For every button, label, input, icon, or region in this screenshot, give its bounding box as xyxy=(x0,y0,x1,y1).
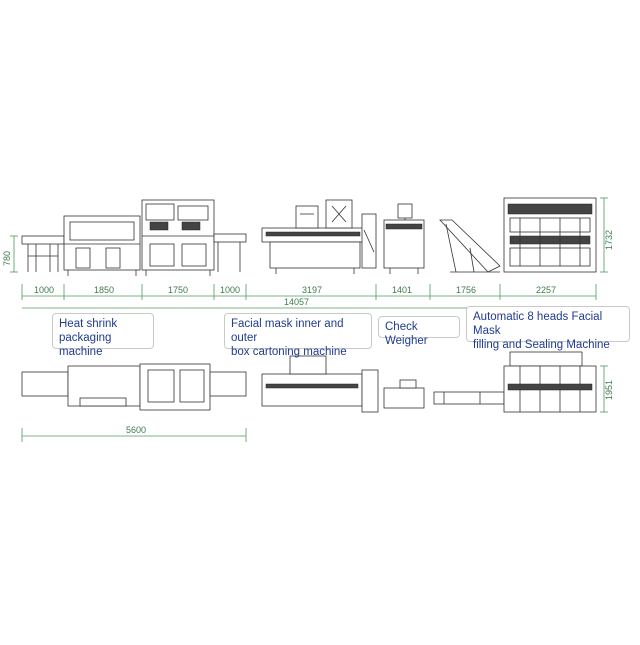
filling-machine xyxy=(503,197,597,273)
dim-seg7: 1756 xyxy=(456,285,476,295)
dim-seg6: 1401 xyxy=(392,285,412,295)
dim-height-left: 780 xyxy=(2,251,12,266)
dim-length: 5600 xyxy=(126,425,146,435)
dim-seg5: 3197 xyxy=(302,285,322,295)
dim-height-right: 1732 xyxy=(604,230,614,250)
label-heat-shrink: Heat shrink packaging machine xyxy=(52,313,154,358)
dim-plan-height: 1951 xyxy=(604,380,614,400)
elevation-dimensions: 780 1732 1000 1850 1750 1000 3197 1401 1… xyxy=(2,197,614,309)
check-weigher xyxy=(383,203,425,274)
plan-dimensions: 5600 1951 xyxy=(21,365,614,442)
inclined-conveyor xyxy=(439,219,501,273)
dim-seg4: 1000 xyxy=(220,285,240,295)
dim-seg2: 1850 xyxy=(94,285,114,295)
plan-view: 5600 1951 xyxy=(21,351,614,442)
infeed-conveyor xyxy=(21,235,65,272)
cartoning-machine xyxy=(261,199,377,274)
dim-seg8: 2257 xyxy=(536,285,556,295)
dim-seg1: 1000 xyxy=(34,285,54,295)
heat-shrink-machine xyxy=(63,199,247,276)
label-filling: Automatic 8 heads Facial Mask filling an… xyxy=(466,306,630,351)
dim-seg3: 1750 xyxy=(168,285,188,295)
label-check-weigher: Check Weigher xyxy=(378,316,460,347)
dim-total: 14057 xyxy=(284,297,309,307)
label-cartoning: Facial mask inner and outer box cartonin… xyxy=(224,313,372,358)
elevation-view: 780 1732 1000 1850 1750 1000 3197 1401 1… xyxy=(2,197,614,309)
